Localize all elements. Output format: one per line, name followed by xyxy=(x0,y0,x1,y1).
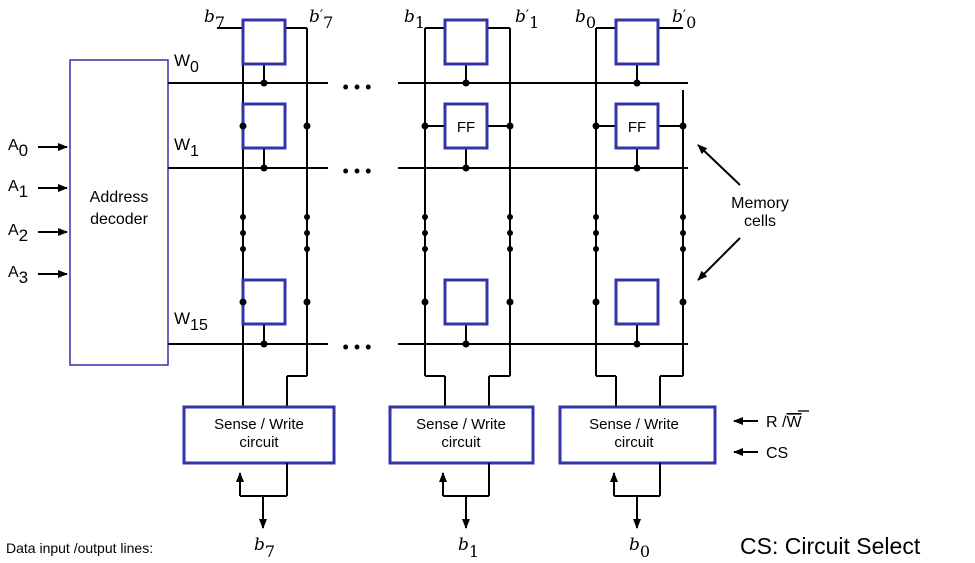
memory-cell-ff xyxy=(443,102,489,150)
address-input-a0: A0 xyxy=(8,137,68,160)
bit-line-label-b0-prime: b′0 xyxy=(672,7,696,32)
word-line-label-w0: W0 xyxy=(174,51,199,76)
arrow-icon xyxy=(697,144,741,186)
memory-cell xyxy=(614,278,660,326)
data-io-b1 xyxy=(439,463,490,529)
svg-text:circuit: circuit xyxy=(239,434,279,451)
memory-cell xyxy=(241,278,287,326)
memory-cell xyxy=(241,18,287,66)
svg-text:A0: A0 xyxy=(8,137,28,160)
word-line-label-w15: W15 xyxy=(174,309,208,334)
address-input-a3: A3 xyxy=(8,264,68,287)
cs-legend: CS: Circuit Select xyxy=(740,533,921,559)
svg-text:A1: A1 xyxy=(8,178,28,201)
sense-write-circuit-b0: Sense / Write circuit xyxy=(558,405,717,465)
control-rw: R /W xyxy=(733,410,809,431)
decoder-label-line1: Address xyxy=(90,189,149,206)
bit-line-label-b0: b0 xyxy=(575,7,596,32)
column-b1: FF xyxy=(421,18,514,407)
arrow-icon xyxy=(697,237,741,281)
memory-cell xyxy=(614,18,660,66)
word-line-ellipsis: • • • xyxy=(343,337,372,357)
decoder-label-line2: decoder xyxy=(90,211,148,228)
data-line-b0: b0 xyxy=(629,535,650,561)
svg-text:Sense / Write: Sense / Write xyxy=(589,416,679,433)
svg-text:A3: A3 xyxy=(8,264,28,287)
data-io-b0 xyxy=(610,463,661,529)
word-line-ellipsis: • • • xyxy=(343,161,372,181)
ff-label: FF xyxy=(628,119,646,136)
word-line-ellipsis: • • • xyxy=(343,77,372,97)
address-input-a1: A1 xyxy=(8,178,68,201)
bit-line-label-b7: b7 xyxy=(204,7,225,32)
svg-text:A2: A2 xyxy=(8,222,28,245)
svg-text:Memory: Memory xyxy=(731,195,789,212)
data-line-b7: b7 xyxy=(254,535,275,561)
memory-cell xyxy=(443,278,489,326)
ff-label: FF xyxy=(457,119,475,136)
data-line-b1: b1 xyxy=(458,535,479,561)
sense-write-circuit-b7: Sense / Write circuit xyxy=(182,405,336,465)
memory-cell xyxy=(443,18,489,66)
memory-cell xyxy=(241,102,287,150)
svg-text:Sense / Write: Sense / Write xyxy=(416,416,506,433)
memory-cells-annotation: Memory cells xyxy=(697,144,789,281)
bit-line-label-b7-prime: b′7 xyxy=(309,7,333,32)
address-decoder-box xyxy=(69,59,169,366)
sense-write-circuit-b1: Sense / Write circuit xyxy=(388,405,535,465)
bit-line-label-b1: b1 xyxy=(404,7,425,32)
column-b0: FF xyxy=(592,18,687,407)
svg-text:circuit: circuit xyxy=(614,434,654,451)
data-io-b7 xyxy=(236,463,288,529)
word-line-label-w1: W1 xyxy=(174,135,199,160)
memory-cell-ff xyxy=(614,102,660,150)
address-input-a2: A2 xyxy=(8,222,68,245)
svg-text:Sense / Write: Sense / Write xyxy=(214,416,304,433)
svg-text:CS: CS xyxy=(766,445,788,462)
control-cs: CS xyxy=(733,445,788,462)
svg-text:cells: cells xyxy=(744,213,776,230)
bit-line-label-b1-prime: b′1 xyxy=(515,7,539,32)
data-lines-label: Data input /output lines: xyxy=(6,540,153,556)
column-b7 xyxy=(217,18,311,407)
svg-text:R /W: R /W xyxy=(766,414,802,431)
svg-text:circuit: circuit xyxy=(441,434,481,451)
